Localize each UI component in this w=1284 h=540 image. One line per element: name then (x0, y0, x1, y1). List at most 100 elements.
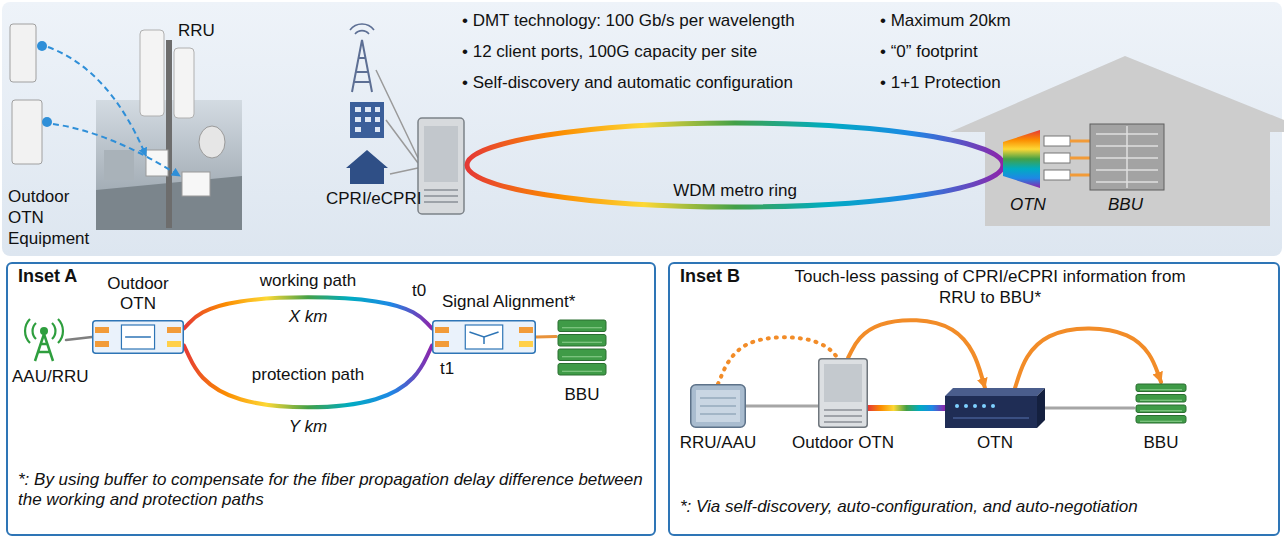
device-label: Outdoor OTN (92, 274, 184, 314)
tower-waves (350, 24, 374, 34)
baseband-rack: BBU (556, 318, 608, 380)
port (167, 327, 181, 333)
card-core (465, 325, 502, 349)
callout-dot (37, 41, 47, 51)
device-panel (424, 126, 458, 182)
outdoor-cabinet: Outdoor OTN (818, 358, 868, 428)
chassis-side (1037, 388, 1045, 428)
mux-port (1044, 153, 1070, 163)
rack-slots (1096, 126, 1158, 188)
device-label: Outdoor OTN (792, 432, 894, 453)
card-core (121, 325, 154, 349)
feature-bullet: • Maximum 20km (880, 10, 1011, 31)
cabinet-body (819, 359, 868, 428)
card-body (93, 321, 184, 354)
antenna-head (40, 327, 48, 335)
baseband-rack: BBU (1134, 382, 1188, 428)
card-body (433, 321, 536, 354)
status-light (964, 404, 968, 408)
switch-shape (432, 320, 536, 354)
rack-stripe (1140, 410, 1182, 411)
footnote: *: By using buffer to compensate for the… (18, 470, 643, 510)
link-line (1045, 406, 1134, 409)
distance-label: Y km (289, 416, 327, 437)
footnote: *: Via self-discovery, auto-configuratio… (680, 496, 1270, 517)
distance-label: X km (289, 306, 328, 327)
radio-face (696, 390, 740, 422)
mux-port (1044, 170, 1070, 180)
rack-unit (1136, 395, 1186, 403)
antenna-shape (22, 318, 66, 362)
link-line (184, 297, 432, 328)
port (519, 341, 533, 347)
alignment-card: Signal Alignment* (432, 320, 536, 354)
rack-stripe (562, 327, 602, 328)
rack-unit (558, 364, 606, 376)
device-label: BBU (565, 384, 600, 405)
rack-shape (1134, 382, 1188, 428)
device-label: BBU (1144, 432, 1179, 453)
port (519, 327, 533, 333)
outdoor-unit (10, 24, 36, 82)
rack-unit (558, 335, 606, 347)
equipment-label: OTN (1010, 194, 1046, 215)
radio-panel (140, 30, 164, 116)
rru-shape (690, 384, 746, 428)
rack-unit (1136, 384, 1186, 392)
bbu-rack (1090, 124, 1164, 190)
path-label: working path (258, 270, 358, 291)
status-light (982, 404, 986, 408)
rack-unit (1136, 405, 1186, 413)
cabinet-fins (824, 410, 862, 422)
status-light (991, 404, 995, 408)
callout-arrow (53, 124, 180, 176)
port (167, 341, 181, 347)
link-line (184, 346, 432, 408)
rack-stripe (562, 342, 602, 343)
equipment-box (182, 172, 210, 196)
card-shape (92, 320, 184, 354)
interface-label: CPRI/eCPRI (326, 188, 421, 209)
otn-card: Outdoor OTN (92, 320, 184, 354)
radio-unit: RRU/AAU (690, 384, 746, 428)
equipment-label: Outdoor OTN Equipment (8, 186, 96, 249)
callout-dot (42, 117, 52, 127)
callout-arrow (48, 47, 146, 156)
feature-bullet: • DMT technology: 100 Gb/s per wavelengt… (462, 10, 795, 31)
outdoor-unit (12, 100, 42, 164)
device-label: Signal Alignment* (442, 291, 575, 312)
rack-stripe (562, 371, 602, 372)
feature-bullet: • 12 client ports, 100G capacity per sit… (462, 41, 757, 62)
inset-heading: Inset B (680, 266, 740, 287)
house-icon (346, 150, 388, 184)
outdoor-otn-device (418, 118, 464, 214)
inset-frame: Inset A*: By using buffer to compensate … (6, 262, 656, 536)
wdm-mux (1003, 130, 1040, 188)
radio-fins (700, 398, 736, 414)
time-label: t0 (412, 280, 426, 301)
mux-port (1044, 136, 1070, 146)
building-windows (355, 107, 380, 132)
access-wire (376, 70, 418, 174)
inset-frame: Inset BTouch-less passing of CPRI/eCPRI … (668, 262, 1280, 536)
port (435, 341, 449, 347)
link-line (536, 335, 556, 338)
rack-stripe (562, 356, 602, 357)
rack-stripe (1140, 400, 1182, 401)
time-label: t1 (440, 358, 454, 379)
radio-panel (174, 48, 194, 118)
rack-shape (556, 318, 608, 380)
radio-waves (25, 319, 63, 343)
feature-bullet: • “0” footprint (880, 41, 978, 62)
device-label: OTN (977, 432, 1013, 453)
ring-label: WDM metro ring (673, 180, 797, 201)
flow-arrow (848, 320, 985, 388)
port (95, 341, 109, 347)
rack-stripe (1140, 421, 1182, 422)
building-icon (350, 102, 384, 138)
chassis-front (945, 396, 1037, 428)
feature-bullet: • 1+1 Protection (880, 72, 1001, 93)
antenna-icon: AAU/RRU (22, 318, 66, 362)
device-fins (424, 190, 458, 202)
path-label: protection path (250, 364, 366, 385)
